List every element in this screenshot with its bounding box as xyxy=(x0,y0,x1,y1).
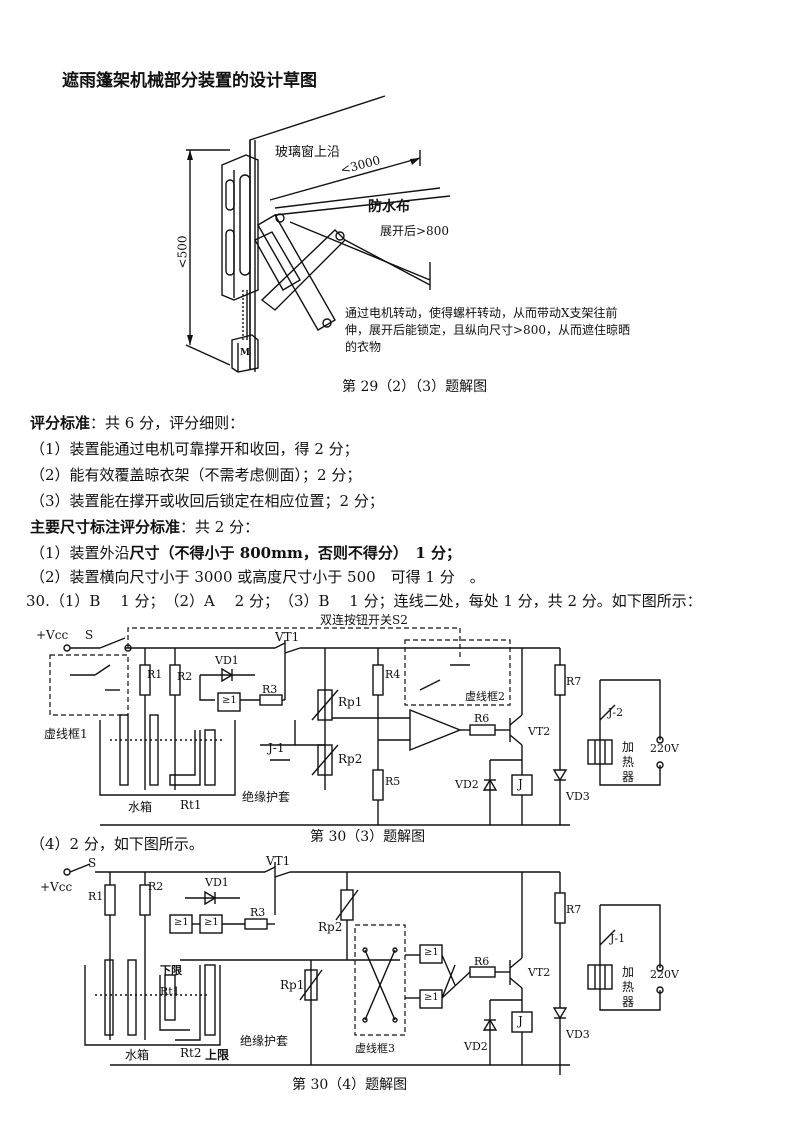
c1-switch-s2: 双连按钮开关S2 xyxy=(320,613,408,627)
c1-caption: 第 30（3）题解图 xyxy=(310,829,426,845)
c2-sleeve: 绝缘护套 xyxy=(240,1034,289,1048)
c2-vt2: VT2 xyxy=(528,966,551,979)
c1-r1: R1 xyxy=(147,668,163,681)
c1-r7: R7 xyxy=(566,675,582,688)
c2-box3-label: 虚线框3 xyxy=(355,1042,395,1055)
c2-heater: 加热器 xyxy=(622,965,634,1010)
c1-vt1: VT1 xyxy=(275,630,300,644)
c1-220v: 220V xyxy=(650,742,679,755)
scoring-text-bold: 尺寸（不得小于 800mm，否则不得分） 1 分； xyxy=(129,544,461,562)
scoring-line-7: （2）装置横向尺寸小于 3000 或高度尺寸小于 500 可得 1 分 。 xyxy=(30,568,485,586)
c1-r3: R3 xyxy=(262,683,278,696)
c1-switch-s: S xyxy=(85,628,94,642)
fig29-caption: 第 29（2）（3）题解图 xyxy=(342,379,488,395)
heater-char: 热 xyxy=(622,980,635,994)
c2-vd1: VD1 xyxy=(205,876,229,889)
c2-vd3: VD3 xyxy=(566,1028,590,1041)
c1-vd3: VD3 xyxy=(566,790,590,803)
c1-j2: J-2 xyxy=(608,706,624,719)
label-waterproof-cloth: 防水布 xyxy=(368,199,410,215)
c2-rt1: Rt1 xyxy=(160,985,180,998)
c1-vd2: VD2 xyxy=(455,778,479,791)
c2-upper-limit: 上限 xyxy=(205,1048,230,1062)
heater-char: 器 xyxy=(622,995,635,1009)
c2-vd2: VD2 xyxy=(464,1040,488,1053)
c1-r2: R2 xyxy=(177,670,193,683)
note-line: 伸，展开后能锁定，且纵向尺寸>800，从而遮住晾晒 xyxy=(345,323,630,337)
c1-rp1: Rp1 xyxy=(338,695,363,709)
dimension-heading: 主要尺寸标注评分标准 xyxy=(30,518,181,536)
c2-tank: 水箱 xyxy=(125,1048,150,1062)
motor-label: M xyxy=(240,348,250,358)
c1-vt2: VT2 xyxy=(528,725,551,738)
c1-r6: R6 xyxy=(474,712,490,725)
note-line: 的衣物 xyxy=(345,340,382,354)
c1-j1: J-1 xyxy=(268,741,285,755)
scoring-text: ：共 6 分，评分细则： xyxy=(90,414,245,432)
c2-latch-gate-2: ≥1 xyxy=(424,992,439,1003)
c2-caption: 第 30（4）题解图 xyxy=(292,1077,408,1093)
c2-lower-limit: 下限 xyxy=(160,964,182,977)
c2-switch-s: S xyxy=(88,856,97,870)
c2-r6: R6 xyxy=(474,955,490,968)
c2-latch-gate-1: ≥1 xyxy=(424,947,439,958)
scoring-line-4: （3）装置能在撑开或收回后锁定在相应位置；2 分； xyxy=(30,492,384,510)
note-line: 通过电机转动，使得螺杆转动，从而带动X支架往前 xyxy=(345,306,618,320)
c2-220v: 220V xyxy=(650,968,679,981)
c2-r3: R3 xyxy=(250,906,266,919)
c2-j1: J-1 xyxy=(610,932,626,945)
c2-or-gate-1: ≥1 xyxy=(174,917,189,928)
c1-relay-j: J xyxy=(518,777,523,791)
c1-r4: R4 xyxy=(385,668,401,681)
c1-vcc: +Vcc xyxy=(36,628,69,642)
scoring-line-1: 评分标准：共 6 分，评分细则： xyxy=(30,412,244,433)
scoring-line-5: 主要尺寸标注评分标准：共 2 分： xyxy=(30,516,259,537)
heater-char: 器 xyxy=(622,770,635,784)
c1-sleeve: 绝缘护套 xyxy=(242,790,291,804)
section-4-line: （4）2 分，如下图所示。 xyxy=(30,835,204,853)
c1-box1-label: 虚线框1 xyxy=(44,727,88,741)
figure-29-sketch xyxy=(185,95,451,373)
c1-r5: R5 xyxy=(385,775,401,788)
c1-tank: 水箱 xyxy=(128,800,153,814)
scoring-heading: 评分标准 xyxy=(30,414,91,432)
c1-rt1: Rt1 xyxy=(180,798,202,812)
scoring-line-8: 30.（1）B 1 分； （2）A 2 分； （3）B 1 分；连线二处，每处 … xyxy=(26,592,702,610)
c1-heater: 加热器 xyxy=(622,740,634,785)
heater-char: 加 xyxy=(622,965,635,979)
c2-r7: R7 xyxy=(566,903,582,916)
c2-rt2: Rt2 xyxy=(180,1046,202,1060)
c1-vd1: VD1 xyxy=(215,654,239,667)
c2-or-gate-2: ≥1 xyxy=(204,917,219,928)
scoring-line-2: （1）装置能通过电机可靠撑开和收回，得 2 分； xyxy=(30,440,359,458)
c2-r1: R1 xyxy=(88,890,104,903)
label-glass-edge: 玻璃窗上沿 xyxy=(275,145,341,160)
heater-char: 热 xyxy=(622,755,635,769)
c2-rp1: Rp1 xyxy=(280,978,305,992)
scoring-text: ：共 2 分： xyxy=(180,518,260,536)
scoring-text: （1）装置外沿 xyxy=(30,544,130,562)
c2-rp2: Rp2 xyxy=(318,920,343,934)
c2-relay-j: J xyxy=(518,1014,523,1028)
c1-box2-label: 虚线框2 xyxy=(465,690,505,703)
c1-rp2: Rp2 xyxy=(338,752,363,766)
c2-vcc: +Vcc xyxy=(40,880,73,894)
fig29-note: 通过电机转动，使得螺杆转动，从而带动X支架往前 伸，展开后能锁定，且纵向尺寸>8… xyxy=(345,305,630,356)
scoring-line-6: （1）装置外沿尺寸（不得小于 800mm，否则不得分） 1 分； xyxy=(30,542,461,563)
c2-r2: R2 xyxy=(148,880,164,893)
dim-open-800: 展开后>800 xyxy=(380,224,449,238)
c2-vt1: VT1 xyxy=(266,854,291,868)
page-title: 遮雨篷架机械部分装置的设计草图 xyxy=(62,71,317,91)
heater-char: 加 xyxy=(622,740,635,754)
c1-or-gate: ≥1 xyxy=(222,695,237,706)
scoring-line-3: （2）能有效覆盖晾衣架（不需考虑侧面）；2 分； xyxy=(30,466,362,484)
